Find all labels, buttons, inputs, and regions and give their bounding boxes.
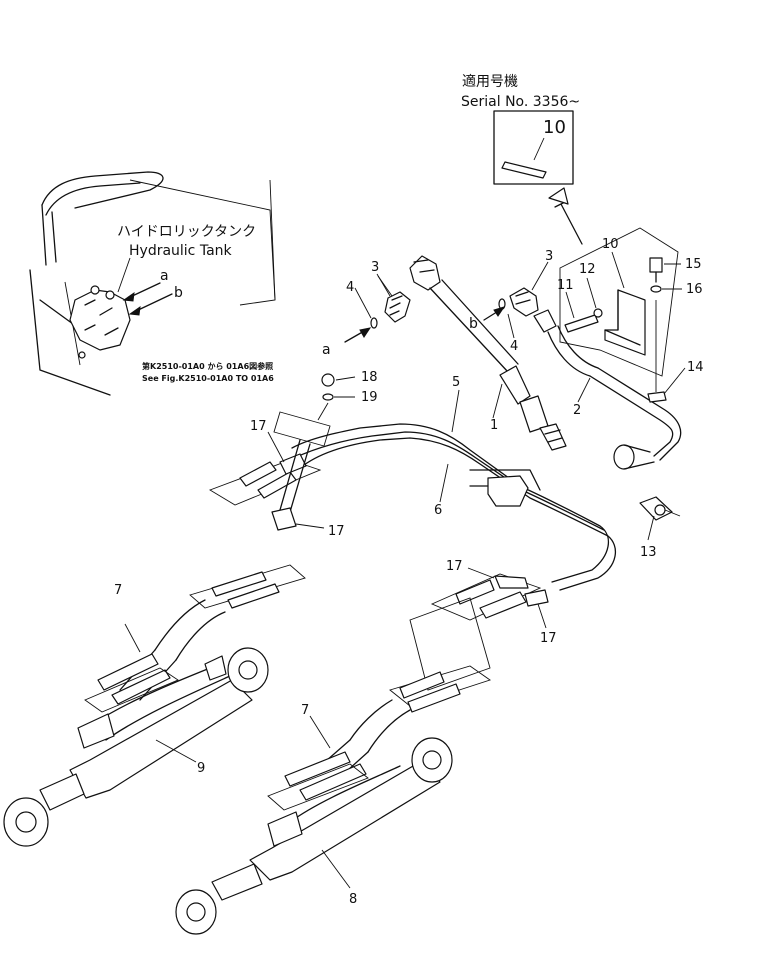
part-label: 8 [349,892,357,907]
bolt-15 [649,257,663,273]
part-label: 2 [573,403,581,418]
tank-label-en: Hydraulic Tank [129,243,233,259]
part-label: 18 [361,370,378,385]
bracket-plate-10 [501,161,547,179]
tank-valve-block [69,289,131,351]
hose-elbow-1 [409,255,441,291]
nut-18 [321,373,335,387]
cylinder-8-body [249,761,441,881]
part-label: 15 [685,257,702,272]
arrow-head-icon [548,187,569,205]
tank-port-a: a [160,268,169,284]
right-lower-fittings [430,567,549,629]
left-fitting-group: a [322,273,411,358]
part-label: 6 [434,503,442,518]
part-label: 3 [371,260,379,275]
part-label: 11 [557,278,574,293]
part-label: 10 [602,237,619,252]
tank-label-jp: ハイドロリックタンク [117,224,256,240]
plate-14 [647,391,667,403]
part-label: 17 [250,419,267,434]
o-ring-4a [370,317,378,329]
part-label: 17 [540,631,557,646]
inset-box [493,110,574,185]
part-label: 4 [510,339,518,354]
part-label: 1 [490,418,498,433]
part-label: 17 [446,559,463,574]
cylinder-9-rod [39,773,85,811]
part-label: 14 [687,360,704,375]
part-label: 13 [640,545,657,560]
part-label: 17 [328,524,345,539]
washer-19 [322,393,334,401]
cylinder-8-rod [211,863,263,901]
ref-note-en: See Fig.K2510-01A0 TO 01A6 [142,374,274,383]
serial-en: Serial No. 3356~ [461,94,580,110]
left-upper-fittings [208,373,335,531]
hydraulic-tank: ハイドロリックタンク Hydraulic Tank a b [29,171,276,396]
part-label: 19 [361,390,378,405]
part-label: 9 [197,761,205,776]
part-label: 12 [579,262,596,277]
cylinder-8-assembly [175,597,491,935]
washer-16 [650,285,662,293]
washer-12 [593,308,603,318]
part-label: 7 [301,703,309,718]
serial-inset: 適用号機 Serial No. 3356~ 10 [461,73,583,245]
part-label: 7 [114,583,122,598]
part-label: 16 [686,282,703,297]
part-label: 5 [452,375,460,390]
right-fitting-group: b [469,261,682,470]
u-fitting-17 [271,507,297,531]
part-numbers: 1 2 3 3 4 4 5 6 7 7 8 9 10 11 12 13 14 1… [114,237,704,907]
inset-part-label: 10 [543,117,566,138]
bolt-11 [564,314,599,333]
ref-note-jp: 第K2510-01A0 から 01A6図参照 [142,361,273,371]
part-label: 4 [346,280,354,295]
part-label: 3 [545,249,553,264]
pipe-5-6 [291,423,617,591]
bracket-assembly [559,227,681,521]
conn-a-label: a [322,342,331,358]
pipe-clamp [487,475,529,507]
hose-2-fitting [613,444,635,470]
cylinder-9-body [69,679,253,799]
serial-jp: 適用号機 [462,73,518,90]
conn-b-label: b [469,316,478,332]
hose-1 [409,255,567,451]
tank-port-b: b [174,285,183,301]
cylinder-9-assembly [3,564,306,847]
elbow-fitting-3a [384,291,411,323]
